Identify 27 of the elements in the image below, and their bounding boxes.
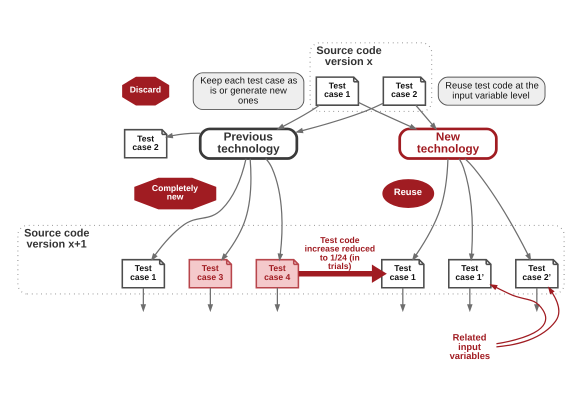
arrow: [164, 132, 200, 138]
node-box: Keep each test case as is or generate new ones: [192, 72, 304, 110]
node-ellipse: Reuse: [382, 179, 434, 208]
arrow: [534, 288, 540, 312]
arrow: [415, 104, 438, 130]
node-box: Reuse test code at the input variable level: [438, 76, 546, 106]
node-box: New technology: [398, 128, 498, 160]
node-text: Related input variables: [450, 332, 490, 362]
arrow: [489, 284, 546, 344]
arrow: [464, 158, 532, 262]
arrow: [496, 286, 560, 348]
node-box: Previous technology: [198, 128, 298, 160]
arrow: [220, 158, 252, 262]
arrow: [298, 264, 387, 283]
arrow: [150, 158, 247, 262]
arrow: [412, 158, 449, 262]
arrow: [265, 158, 284, 262]
arrow: [467, 288, 473, 312]
edge-label: Test code increase reduced to 1/24 (in trials): [304, 235, 376, 271]
arrow: [140, 288, 146, 312]
arrow: [276, 104, 320, 130]
arrow: [208, 288, 214, 312]
arrow: [358, 102, 418, 130]
arrow: [400, 288, 406, 312]
arrow: [274, 288, 280, 312]
arrow: [295, 102, 384, 134]
arrow: [458, 158, 474, 262]
